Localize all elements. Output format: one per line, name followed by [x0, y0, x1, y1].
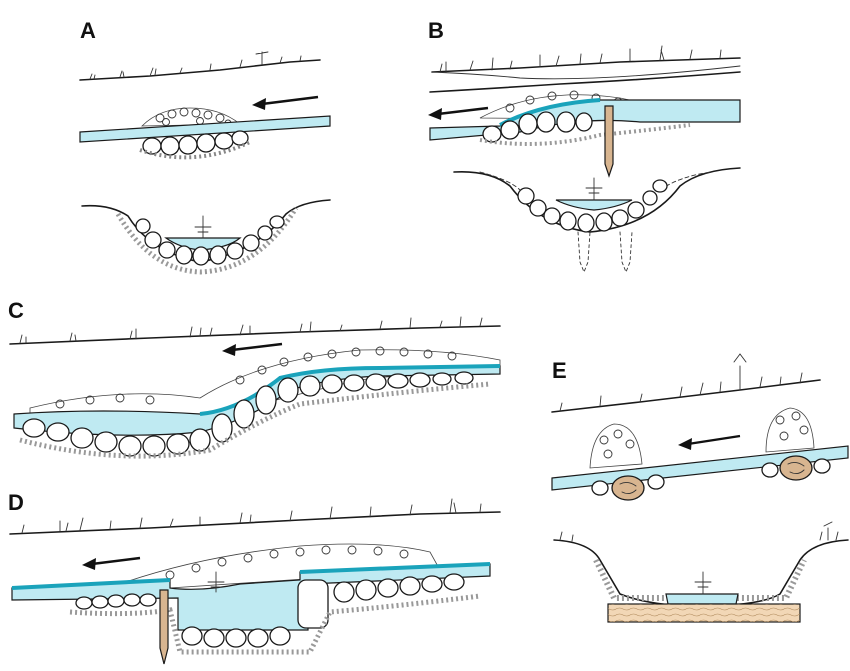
stake-outline-icon	[578, 232, 632, 272]
ground-surface	[80, 60, 320, 80]
panel-c: C	[8, 298, 500, 456]
flow-arrow	[428, 108, 488, 120]
panel-label-e: E	[552, 358, 567, 383]
log-end-right	[780, 456, 812, 480]
water-level-icon	[195, 216, 211, 238]
grass-tufts	[90, 52, 301, 79]
ground-surface	[10, 512, 500, 534]
panel-b: B	[428, 18, 740, 272]
water-level	[666, 594, 738, 604]
log-end-left	[612, 476, 644, 500]
panel-a: A	[80, 18, 330, 272]
panel-label-d: D	[8, 490, 24, 515]
panel-d: D	[8, 490, 500, 664]
grass-tufts	[560, 354, 802, 411]
water-level-icon	[586, 178, 602, 200]
flow-arrow	[252, 97, 318, 110]
panel-label-b: B	[428, 18, 444, 43]
water-level-icon	[695, 572, 711, 594]
grass-tufts	[22, 499, 481, 533]
grass-tufts	[560, 522, 838, 541]
grass-tufts	[440, 46, 721, 72]
flow-arrow	[222, 344, 282, 356]
panel-e: E	[552, 354, 848, 622]
gravel-heap-right	[766, 408, 814, 452]
ground-surface	[432, 58, 740, 72]
wooden-stake	[605, 106, 613, 176]
panel-label-c: C	[8, 298, 24, 323]
ground-surface	[10, 326, 500, 344]
flow-arrow	[678, 436, 740, 450]
wooden-stake	[160, 590, 168, 664]
panel-label-a: A	[80, 18, 96, 43]
grass-tufts	[20, 317, 482, 343]
flow-arrow	[82, 558, 140, 570]
water-level	[556, 200, 632, 210]
